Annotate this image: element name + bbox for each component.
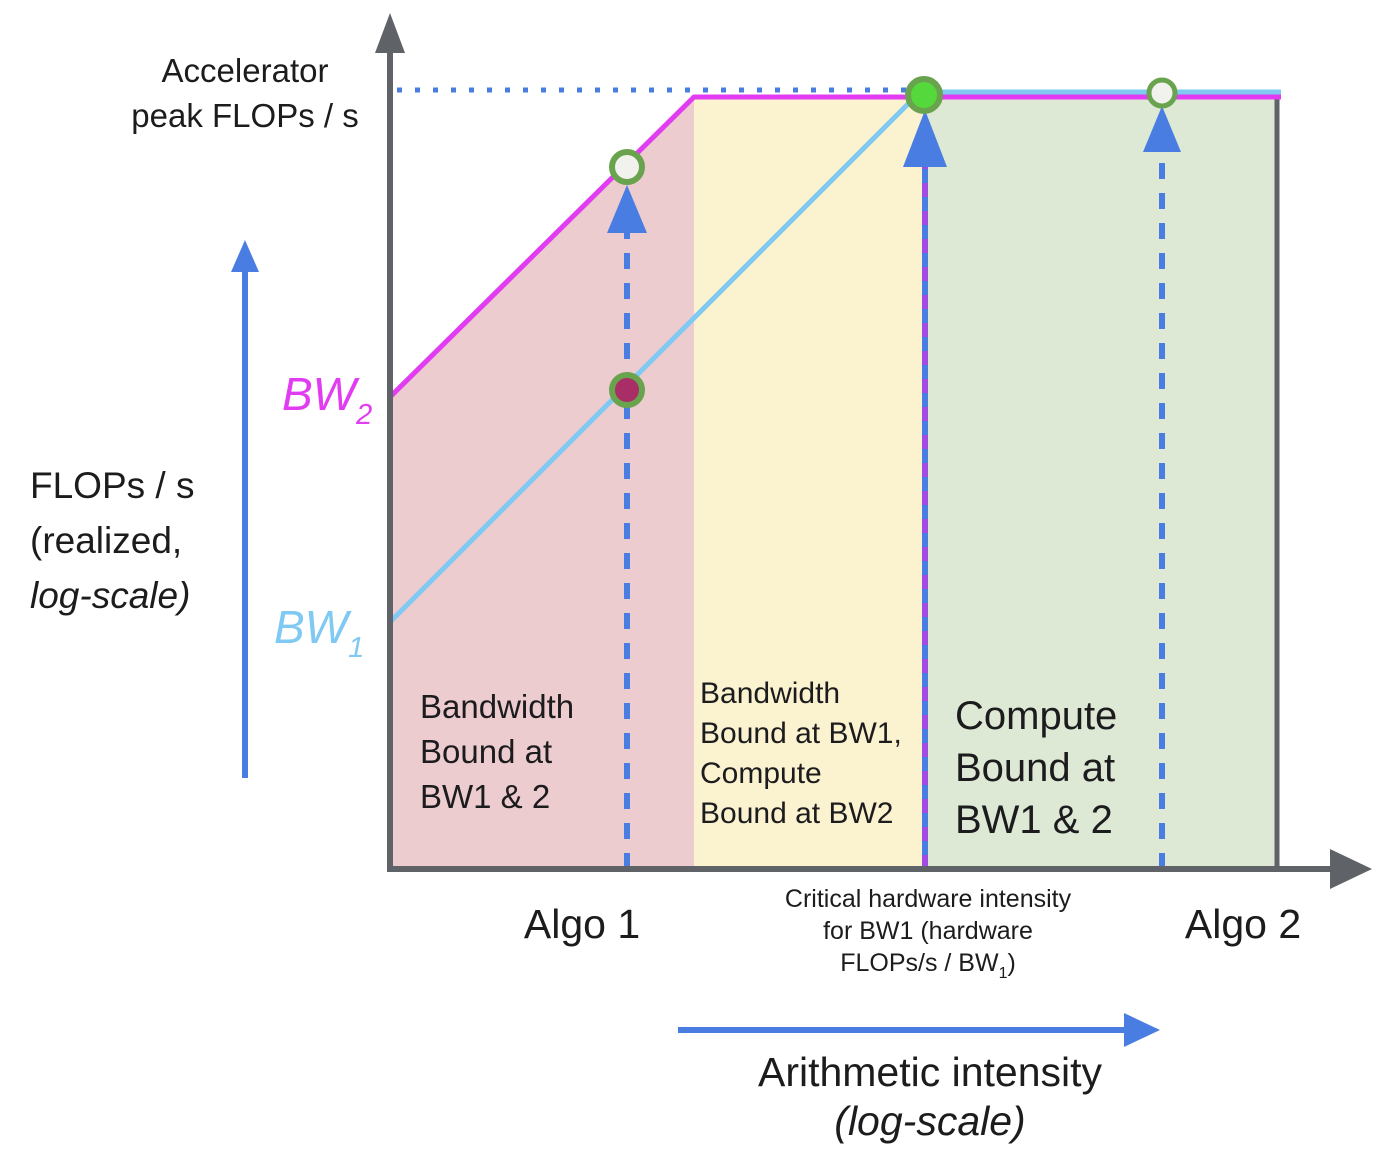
peak-flops-label: Accelerator peak FLOPs / s <box>110 48 380 138</box>
algo1-arrowhead-icon <box>607 185 647 233</box>
bw2-label-text: BW <box>282 368 357 420</box>
algo2-arrowhead-icon <box>1143 106 1181 152</box>
critical-intensity-label-line3: FLOPs/s / BW1) <box>785 947 1071 990</box>
region-pink-caption: Bandwidth Bound at BW1 & 2 <box>420 684 574 819</box>
bw2-label: BW2 <box>282 367 372 432</box>
peak-flops-label-line2: peak FLOPs / s <box>131 97 359 134</box>
region-green-caption-line1: Compute <box>955 694 1118 738</box>
algo2-tick-label: Algo 2 <box>1184 901 1302 947</box>
region-yellow-caption-line2: Bound at BW1, <box>700 717 902 750</box>
bw1-label-text: BW <box>274 601 349 653</box>
region-pink-caption-line1: Bandwidth <box>420 688 575 725</box>
region-bandwidth-bound-both <box>390 97 694 869</box>
region-yellow-caption: Bandwidth Bound at BW1, Compute Bound at… <box>700 674 902 834</box>
region-pink-caption-line2: Bound at <box>420 733 553 770</box>
y-axis-title-line3: log-scale) <box>30 575 191 616</box>
region-yellow-caption-line4: Bound at BW2 <box>700 797 894 830</box>
y-axis-title-line2: (realized, <box>30 520 183 561</box>
x-axis-arrowhead-icon <box>1330 849 1372 889</box>
bw1-label-sub: 1 <box>348 632 365 664</box>
algo1-tick-label: Algo 1 <box>523 901 641 947</box>
x-axis-title-line1: Arithmetic intensity <box>757 1049 1103 1095</box>
intensity-direction-arrowhead-icon <box>1124 1013 1160 1047</box>
algo1-bw1-point <box>609 372 645 408</box>
region-green-caption-line3: BW1 & 2 <box>955 798 1113 842</box>
critical-arrowhead-icon <box>903 110 947 167</box>
flops-direction-arrowhead-icon <box>231 240 259 272</box>
region-yellow-caption-line1: Bandwidth <box>700 677 841 710</box>
bw1-label: BW1 <box>274 600 364 665</box>
bw2-label-sub: 2 <box>356 399 373 431</box>
region-green-caption: Compute Bound at BW1 & 2 <box>955 690 1117 846</box>
critical-intensity-label: Critical hardware intensity for BW1 (har… <box>785 883 1071 990</box>
critical-label-post: ) <box>1007 949 1016 977</box>
critical-intensity-label-line1: Critical hardware intensity <box>784 885 1072 913</box>
critical-label-pre: FLOPs/s / BW <box>840 949 999 977</box>
critical-peak-point <box>905 76 943 114</box>
algo2-peak-point <box>1146 77 1178 109</box>
region-pink-caption-line3: BW1 & 2 <box>420 778 551 815</box>
y-axis-title: FLOPs / s (realized, log-scale) <box>30 458 194 623</box>
x-axis-title-line2: (log-scale) <box>834 1098 1026 1144</box>
region-compute-bound <box>925 95 1277 869</box>
y-axis-title-line1: FLOPs / s <box>30 465 195 506</box>
bw2-line <box>388 94 1281 399</box>
critical-label-sub: 1 <box>998 965 1008 982</box>
peak-flops-label-line1: Accelerator <box>161 52 329 89</box>
region-yellow-caption-line3: Compute <box>700 757 822 790</box>
region-mixed-bound <box>694 97 925 869</box>
algo1-bw2-point <box>609 149 645 185</box>
x-axis-title: Arithmetic intensity (log-scale) <box>758 1048 1102 1146</box>
critical-intensity-label-line2: for BW1 (hardware <box>823 917 1033 945</box>
region-green-caption-line2: Bound at <box>955 746 1116 790</box>
y-axis-arrowhead-icon <box>375 13 405 53</box>
